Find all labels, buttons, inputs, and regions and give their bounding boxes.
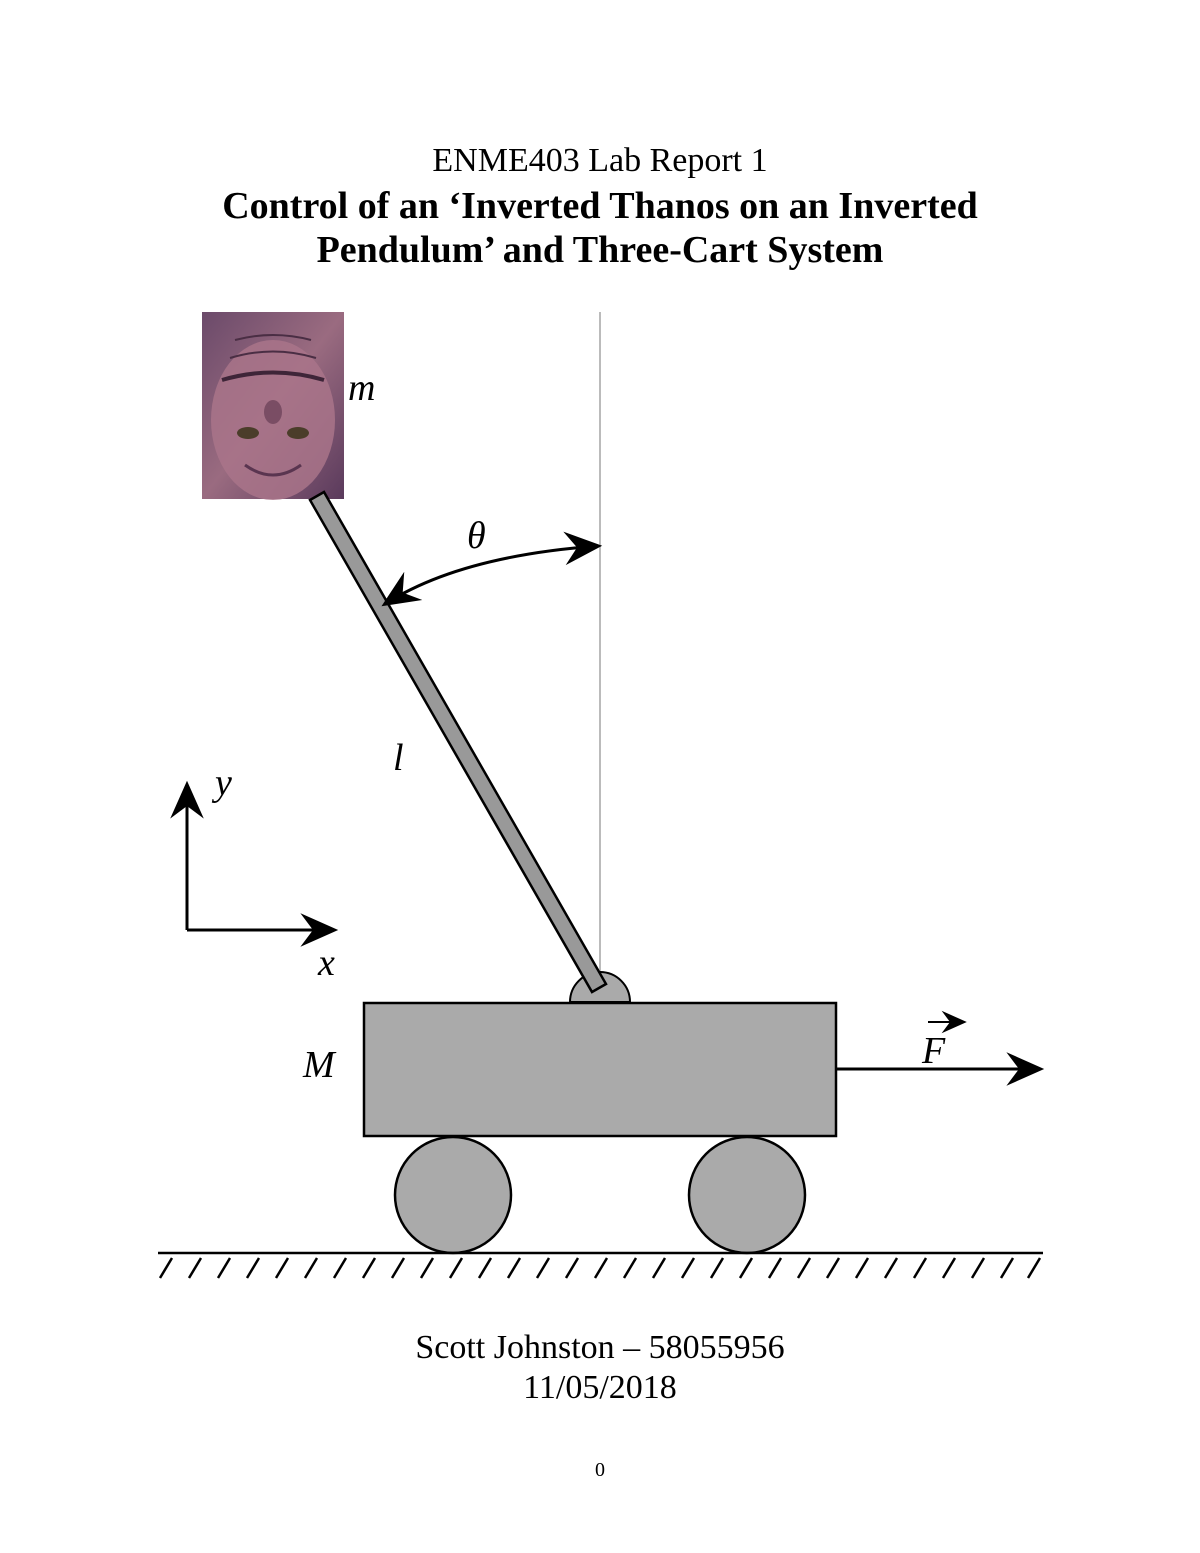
page-number: 0 xyxy=(595,1459,605,1481)
pendulum-rod xyxy=(308,490,608,994)
length-label: l xyxy=(393,737,404,779)
force-label: F xyxy=(921,1030,946,1072)
angle-arc xyxy=(381,531,603,607)
report-title-line-1: Control of an ‘Inverted Thanos on an Inv… xyxy=(222,185,978,227)
x-axis-label: x xyxy=(317,942,335,984)
course-line: ENME403 Lab Report 1 xyxy=(432,142,768,179)
mass-photo xyxy=(202,312,344,500)
cart-mass-label: M xyxy=(302,1044,337,1086)
cart-body xyxy=(362,1001,838,1138)
cart-wheel-left xyxy=(393,1135,513,1255)
author-line: Scott Johnston – 58055956 xyxy=(415,1329,785,1366)
date-line: 11/05/2018 xyxy=(523,1369,677,1406)
mass-label: m xyxy=(348,367,375,409)
cart-wheel-right xyxy=(687,1135,807,1255)
ground-surface xyxy=(158,1251,1043,1279)
report-title-line-2: Pendulum’ and Three-Cart System xyxy=(316,229,884,271)
angle-label: θ xyxy=(467,515,486,557)
y-axis-label: y xyxy=(211,762,232,804)
